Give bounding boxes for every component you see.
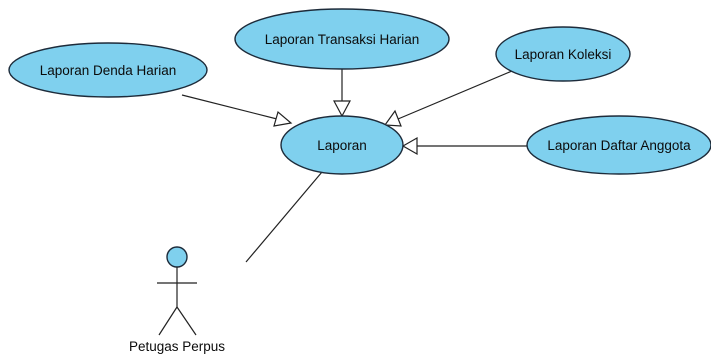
actor-right-leg — [176, 306, 197, 336]
actor-left-leg — [158, 306, 178, 336]
actor-label: Petugas Perpus — [129, 339, 225, 354]
association-actor-to-laporan — [245, 171, 323, 263]
generalization-koleksi-to-laporan — [397, 70, 513, 120]
generalization-denda-harian-to-laporan — [181, 94, 278, 120]
use-case-label: Laporan Daftar Anggota — [547, 138, 691, 153]
actor-petugas-perpus[interactable]: Petugas Perpus — [129, 246, 225, 354]
generalization-arrowhead-transaksi-harian — [333, 100, 351, 118]
use-case-shape — [234, 8, 450, 70]
use-case-shape — [280, 115, 404, 175]
use-case-laporan-transaksi-harian[interactable]: Laporan Transaksi Harian — [234, 8, 450, 70]
relations — [181, 69, 527, 263]
generalization-arrowhead-daftar-anggota — [401, 136, 418, 156]
use-case-laporan[interactable]: Laporan — [280, 115, 404, 175]
use-case-label: Laporan Transaksi Harian — [265, 32, 420, 47]
use-case-label: Laporan — [317, 138, 367, 153]
use-case-laporan-koleksi[interactable]: Laporan Koleksi — [495, 26, 631, 82]
use-case-label: Laporan Koleksi — [515, 47, 612, 62]
use-case-laporan-daftar-anggota[interactable]: Laporan Daftar Anggota — [526, 115, 711, 175]
use-case-laporan-denda-harian[interactable]: Laporan Denda Harian — [8, 42, 208, 98]
use-case-label: Laporan Denda Harian — [40, 63, 177, 78]
generalization-arrowhead-denda-harian — [273, 110, 293, 127]
actor-head — [166, 246, 188, 268]
generalization-arrowhead-koleksi — [383, 109, 402, 127]
use-case-shape — [8, 42, 208, 98]
use-case-shape — [526, 115, 711, 175]
use-case-shape — [495, 26, 631, 82]
